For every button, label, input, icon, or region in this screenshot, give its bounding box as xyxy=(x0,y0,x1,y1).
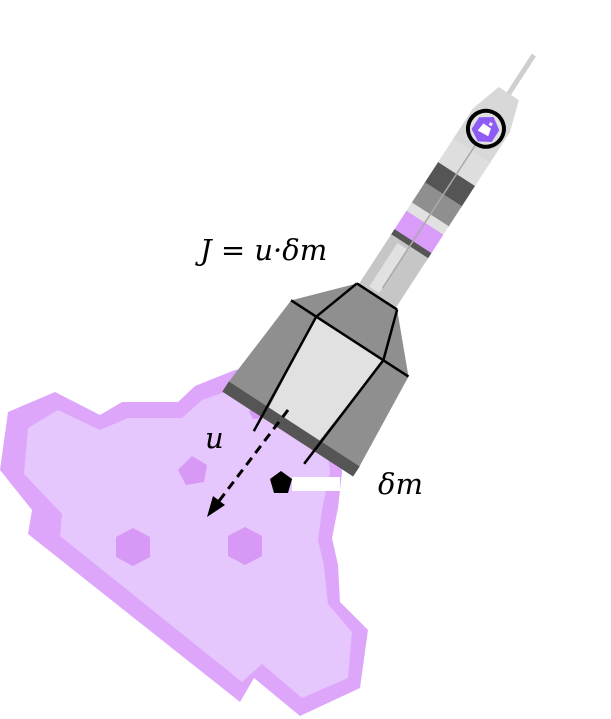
smoke-inner xyxy=(24,382,352,698)
smoke-puff xyxy=(228,527,262,565)
rocket-shoulder xyxy=(291,283,409,377)
motion-streak xyxy=(292,477,340,491)
arrow-head xyxy=(207,496,225,517)
rocket-engine-edge xyxy=(382,309,399,361)
antenna xyxy=(505,53,536,97)
rocket-engine-edge xyxy=(315,282,358,318)
exhaust-cloud xyxy=(0,364,368,716)
rocket-highlight xyxy=(369,243,408,294)
mass-element-label: δm xyxy=(378,467,423,501)
exhaust-velocity-label: u xyxy=(205,421,224,455)
impulse-formula-label: J = u·δm xyxy=(195,233,327,267)
astronaut-icon xyxy=(465,108,506,149)
rocket-nozzle-panel xyxy=(267,316,384,443)
rocket-seam xyxy=(381,119,493,289)
rocket-base-ring xyxy=(222,381,360,477)
rocket-engine-edge xyxy=(356,282,398,311)
pentagon-icon xyxy=(270,471,292,493)
rocket-engine-edge xyxy=(252,316,318,432)
rocket-engine-edge xyxy=(290,299,410,378)
astronaut-eye xyxy=(488,122,493,127)
smoke-puff xyxy=(178,456,207,485)
mass-particle xyxy=(270,471,340,493)
dashed-arrow-icon xyxy=(214,409,290,506)
smoke-puff xyxy=(116,528,150,566)
astronaut-visor xyxy=(477,123,491,137)
rocket-engine-edge xyxy=(303,359,385,465)
rocket-icon xyxy=(222,53,536,477)
velocity-arrow xyxy=(207,409,290,517)
